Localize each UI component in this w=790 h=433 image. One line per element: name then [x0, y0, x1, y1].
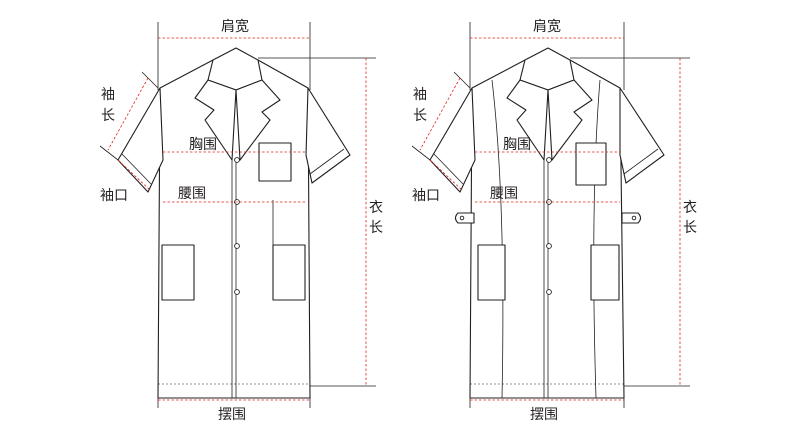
length-label-bottom: 长	[369, 220, 383, 236]
belt-tab-right	[621, 212, 642, 224]
waist-label: 腰围	[490, 186, 518, 202]
lapel-right	[235, 79, 281, 161]
belt-tab-left	[454, 212, 475, 224]
sleeve-length-line	[107, 77, 149, 151]
pocket-left	[161, 244, 195, 301]
pocket-left	[477, 244, 506, 301]
coat-right: 肩宽 袖 长 袖口 胸围 腰围 衣 长 摆围	[411, 18, 697, 423]
chest-pocket	[258, 142, 292, 182]
lapel-right	[547, 79, 593, 161]
sleeve-length-label-bottom: 长	[413, 108, 427, 124]
pocket-right	[590, 244, 620, 301]
sleeve-length-label-top: 袖	[413, 87, 427, 103]
seam-left	[491, 79, 504, 399]
sleeve-length-line	[419, 77, 461, 151]
pocket-right	[272, 244, 306, 301]
length-label-top: 衣	[369, 200, 383, 216]
shoulder-width-label: 肩宽	[533, 18, 561, 35]
length-label-top: 衣	[683, 200, 697, 216]
chest-pocket	[575, 142, 607, 186]
button	[234, 243, 240, 249]
sleeve-right	[619, 87, 665, 184]
sleeve-length-label-bottom: 长	[101, 108, 115, 124]
sleeve-length-label-top: 袖	[101, 87, 115, 103]
length-label-bottom: 长	[683, 220, 697, 236]
chest-label: 胸围	[503, 137, 531, 153]
hem-label: 摆围	[530, 407, 558, 423]
chest-label: 胸围	[189, 137, 217, 153]
button	[234, 289, 240, 295]
cuff-label: 袖口	[412, 188, 440, 204]
sleeve-right	[305, 87, 351, 184]
coat-left: 肩宽 袖 长 袖口 胸围 腰围 衣 长 摆围	[99, 18, 383, 423]
button	[546, 243, 552, 249]
seam-right	[593, 79, 601, 399]
hem-label: 摆围	[218, 407, 246, 423]
sleeve-left	[429, 87, 476, 193]
cuff-label: 袖口	[100, 188, 128, 204]
shoulder-width-label: 肩宽	[221, 18, 249, 35]
button	[546, 157, 552, 163]
cuff-line	[429, 159, 463, 191]
button	[234, 157, 240, 163]
sleeve-left	[117, 87, 164, 193]
button	[546, 289, 552, 295]
cuff-line	[117, 159, 151, 191]
waist-label: 腰围	[178, 186, 206, 202]
